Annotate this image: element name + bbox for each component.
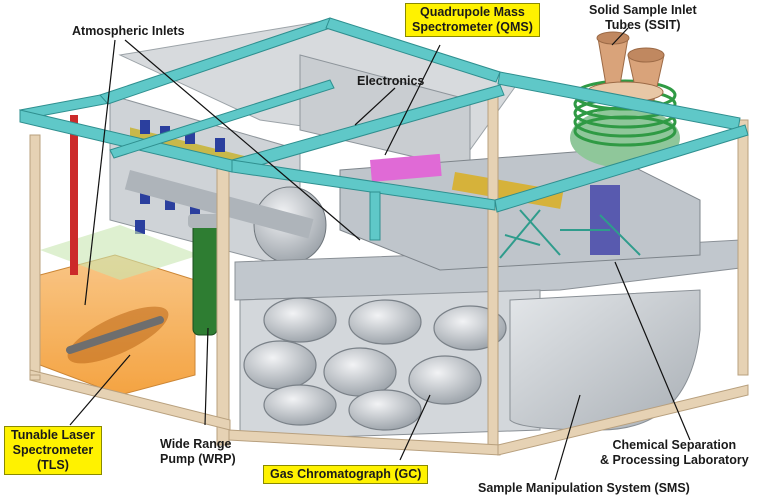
- tls-label-line2: Spectrometer: [12, 443, 94, 457]
- wrp-label-line2: Pump (WRP): [160, 452, 236, 466]
- qms-magenta: [370, 153, 442, 182]
- atmospheric-inlets-label: Atmospheric Inlets: [72, 24, 185, 38]
- wrp-cylinder: [192, 219, 218, 336]
- cspl-lines: [499, 209, 641, 259]
- sms-cylinder: [509, 289, 701, 431]
- qms-label: Quadrupole Mass Spectrometer (QMS): [405, 3, 540, 37]
- sms-label: Sample Manipulation System (SMS): [478, 481, 690, 495]
- ssit-label-line1: Solid Sample Inlet: [589, 3, 697, 17]
- tls-cell: [66, 316, 164, 354]
- tls-label: Tunable Laser Spectrometer (TLS): [4, 426, 102, 475]
- tls-green-top: [40, 225, 200, 280]
- electronics-label: Electronics: [357, 74, 425, 88]
- wrp-label: Wide Range Pump (WRP): [160, 437, 236, 467]
- wrp-label-line1: Wide Range: [160, 437, 232, 451]
- ssit-label: Solid Sample Inlet Tubes (SSIT): [589, 3, 697, 33]
- cspl-label-line1: Chemical Separation: [612, 438, 737, 452]
- gc-label: Gas Chromatograph (GC): [263, 465, 429, 484]
- tls-label-line3: (TLS): [36, 458, 69, 472]
- wrp-cap: [188, 214, 222, 228]
- cspl-label: Chemical Separation & Processing Laborat…: [600, 438, 749, 468]
- qms-label-line2: Spectrometer (QMS): [412, 20, 533, 34]
- tls-label-line1: Tunable Laser: [11, 428, 95, 442]
- leader-lines: [69, 27, 691, 481]
- gc-columns: [243, 297, 507, 431]
- qms-label-line1: Quadrupole Mass: [419, 5, 525, 19]
- ssit-label-line2: Tubes (SSIT): [605, 18, 681, 32]
- red-pole: [70, 115, 78, 275]
- teal-frame: [18, 17, 749, 241]
- cspl-label-line2: & Processing Laboratory: [600, 453, 749, 467]
- beige-frame: [29, 94, 749, 456]
